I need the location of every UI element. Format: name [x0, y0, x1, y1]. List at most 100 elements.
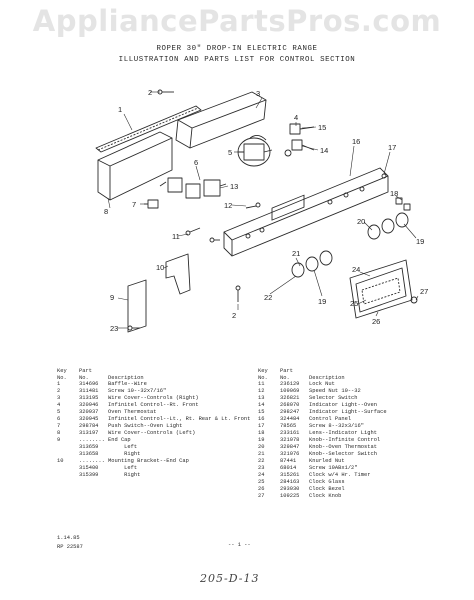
part-key: 3 [57, 395, 61, 401]
part-description: Wire Cover--Controls (Right) [108, 395, 199, 401]
callout-2-top: 2 [148, 88, 152, 97]
part-key: 6 [57, 416, 61, 422]
part-number: 313195 [79, 395, 99, 401]
part-number: 298784 [79, 423, 99, 429]
part-oven-thermostat [237, 135, 273, 167]
part-key: 18 [258, 430, 265, 436]
handwritten-note: 205-D-13 [200, 572, 260, 585]
part-key: 13 [258, 395, 265, 401]
callout-19-right: 19 [416, 237, 424, 246]
part-description: Clock Bezel [309, 486, 345, 492]
part-description: Infinitel Control--Lt., Rt. Rear & Lt. F… [108, 416, 251, 422]
part-number: 109069 [280, 388, 300, 394]
part-number: 315400 [79, 465, 99, 471]
part-key: 9 [57, 437, 61, 443]
part-key: 1 [57, 381, 61, 387]
part-description: Clock w/4 Hr. Timer [309, 472, 371, 478]
part-description: Lock Nut [309, 381, 335, 387]
callout-4: 4 [294, 113, 298, 122]
part-description: Indicator Light--Surface [309, 409, 387, 415]
part-key: 22 [258, 458, 265, 464]
part-key: 8 [57, 430, 61, 436]
part-description: Baffle--Wire [108, 381, 147, 387]
part-number: 298247 [280, 409, 300, 415]
part-description: Right [108, 451, 141, 457]
col-desc-header: Description [108, 374, 144, 381]
part-number: 233161 [280, 430, 300, 436]
col-part-no-header: No. [280, 374, 290, 381]
part-wire-cover-right [175, 91, 267, 149]
part-key: 16 [258, 416, 265, 422]
parts-list-header-row1: Key Part [57, 368, 250, 375]
col-desc-header: Description [309, 374, 345, 381]
part-key [57, 444, 79, 451]
part-key [57, 472, 79, 479]
col-key-header: Key [57, 368, 67, 374]
part-description: Push Switch--Oven Light [108, 423, 183, 429]
part-description: Clock Knob [309, 493, 342, 499]
callout-leaders [107, 91, 419, 329]
part-wire-baffle [95, 105, 202, 153]
part-number: 68014 [280, 465, 297, 471]
callout-10: 10 [156, 263, 164, 272]
callout-17: 17 [388, 143, 396, 152]
col-part-header: Part [79, 368, 92, 374]
part-number: 293030 [280, 486, 300, 492]
col-no-header: No. [258, 374, 268, 381]
part-number: 320945 [79, 416, 99, 422]
callout-26: 26 [372, 317, 380, 326]
part-description: Right [108, 472, 141, 478]
date-code: 1.14.85 [57, 535, 80, 541]
callout-23: 23 [110, 324, 118, 333]
callout-22: 22 [264, 293, 272, 302]
part-number: 326821 [280, 395, 300, 401]
callout-5: 5 [228, 148, 232, 157]
part-description: Infinitel Control--Rt. Front [108, 402, 199, 408]
part-indicator-lights [284, 123, 315, 157]
part-description: Indicator Light--Oven [309, 402, 377, 408]
part-number: 311481 [79, 388, 99, 394]
part-key: 26 [258, 486, 265, 492]
part-key: 24 [258, 472, 265, 478]
callout-9: 9 [110, 293, 114, 302]
publication-code: RP 22587 [57, 544, 83, 550]
page-subtitle: ILLUSTRATION AND PARTS LIST FOR CONTROL … [118, 56, 356, 64]
part-description: Knob--Selector Switch [309, 451, 377, 457]
callout-1: 1 [118, 105, 122, 114]
part-indicator-lenses [395, 197, 411, 211]
part-number: 321078 [280, 437, 300, 443]
parts-list-header-row2: No. No. Description [258, 375, 387, 382]
parts-list-row: 10........Mounting Bracket--End Cap [57, 458, 250, 465]
part-clock-assembly [349, 259, 413, 319]
callout-12: 12 [224, 201, 232, 210]
col-no-header: No. [57, 374, 67, 381]
part-description: Wire Cover--Controls (Left) [108, 430, 196, 436]
part-description: Screw 8--32x3/16" [309, 423, 364, 429]
callout-7: 7 [132, 200, 136, 209]
callout-19-bottom: 19 [318, 297, 326, 306]
part-key: 14 [258, 402, 265, 408]
parts-list-header-row1: Key Part [258, 368, 387, 375]
parts-list-row: 313658 Right [57, 451, 250, 458]
part-description: Left [108, 465, 138, 471]
part-number: 78565 [280, 423, 297, 429]
part-number: ........ [79, 458, 105, 464]
part-description: Knurled Nut [309, 458, 345, 464]
part-description: Control Panel [309, 416, 352, 422]
part-key: 27 [258, 493, 265, 499]
callout-16: 16 [352, 137, 360, 146]
callout-3: 3 [256, 89, 260, 98]
part-end-cap [127, 279, 147, 333]
